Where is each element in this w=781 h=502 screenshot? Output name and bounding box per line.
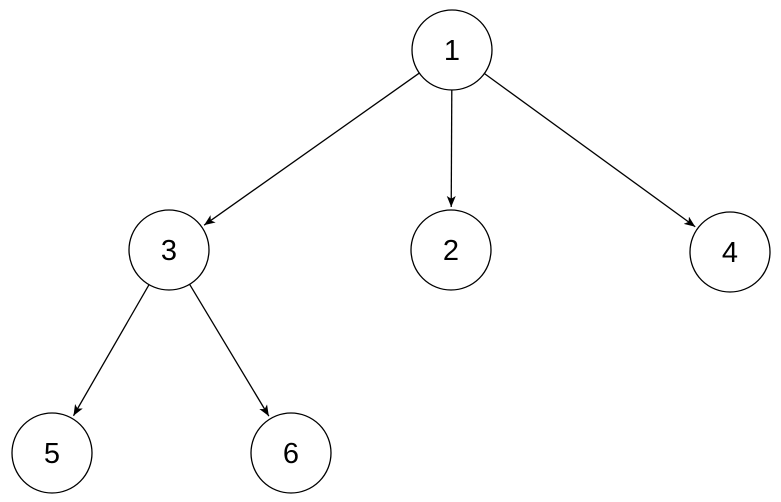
edge-arrow-1-2 (446, 89, 456, 208)
node-circle-3 (128, 209, 210, 291)
edge-arrow-1-3 (203, 72, 420, 226)
edge-arrow-3-6 (189, 283, 270, 417)
node-circle-1 (411, 9, 493, 91)
edge-arrow-1-4 (483, 72, 696, 228)
node-circle-2 (410, 209, 492, 291)
node-circle-4 (689, 211, 771, 293)
node-circle-5 (11, 412, 93, 494)
node-circle-6 (250, 412, 332, 494)
node-label-3: 3 (161, 235, 177, 267)
tree-node-2: 2 (410, 209, 492, 291)
node-label-2: 2 (443, 235, 459, 267)
tree-node-5: 5 (11, 412, 93, 494)
node-label-5: 5 (44, 438, 60, 470)
edge-arrow-3-5 (72, 284, 150, 417)
tree-node-6: 6 (250, 412, 332, 494)
node-label-4: 4 (722, 237, 738, 269)
tree-node-4: 4 (689, 211, 771, 293)
nodes-layer: 1 3 2 4 5 6 (11, 9, 771, 494)
node-label-1: 1 (444, 35, 460, 67)
tree-node-3: 3 (128, 209, 210, 291)
tree-node-1: 1 (411, 9, 493, 91)
edges-layer (72, 72, 696, 417)
node-label-6: 6 (283, 438, 299, 470)
